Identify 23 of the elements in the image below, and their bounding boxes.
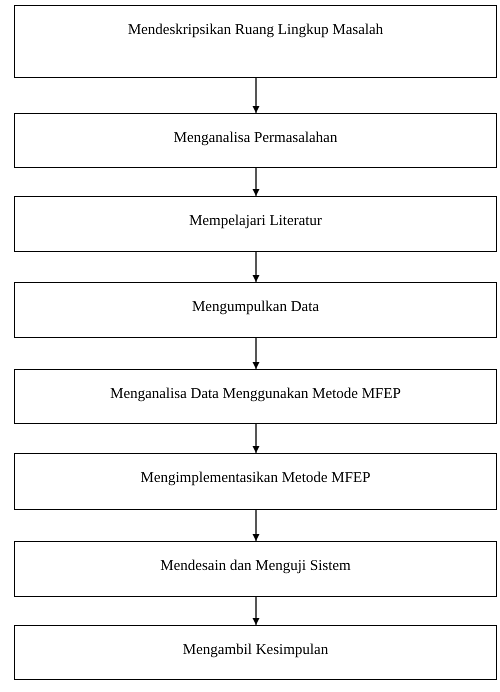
arrow — [252, 424, 260, 453]
arrow — [252, 510, 260, 541]
arrow — [252, 168, 260, 196]
process-box — [14, 5, 497, 78]
process-box — [14, 625, 497, 680]
process-box — [14, 541, 497, 597]
arrow — [252, 338, 260, 369]
step-label: Mengambil Kesimpulan — [182, 642, 330, 659]
step-label: Menganalisa Permasalahan — [172, 130, 338, 147]
arrow — [252, 597, 260, 625]
step-label: Mendeskripsikan Ruang Lingkup Masalah — [126, 22, 384, 39]
step-label: Mempelajari Literatur — [188, 213, 323, 230]
process-box — [14, 282, 497, 338]
process-box — [14, 113, 497, 168]
process-box — [14, 453, 497, 510]
step-label: Menganalisa Data Menggunakan Metode MFEP — [109, 386, 402, 403]
arrow — [252, 252, 260, 282]
step-label: Mengumpulkan Data — [190, 299, 320, 316]
step-label: Mendesain dan Menguji Sistem — [159, 558, 352, 575]
step-label: Mengimplementasikan Metode MFEP — [140, 470, 372, 487]
arrow — [252, 78, 260, 113]
process-box — [14, 196, 497, 252]
process-box — [14, 369, 497, 424]
